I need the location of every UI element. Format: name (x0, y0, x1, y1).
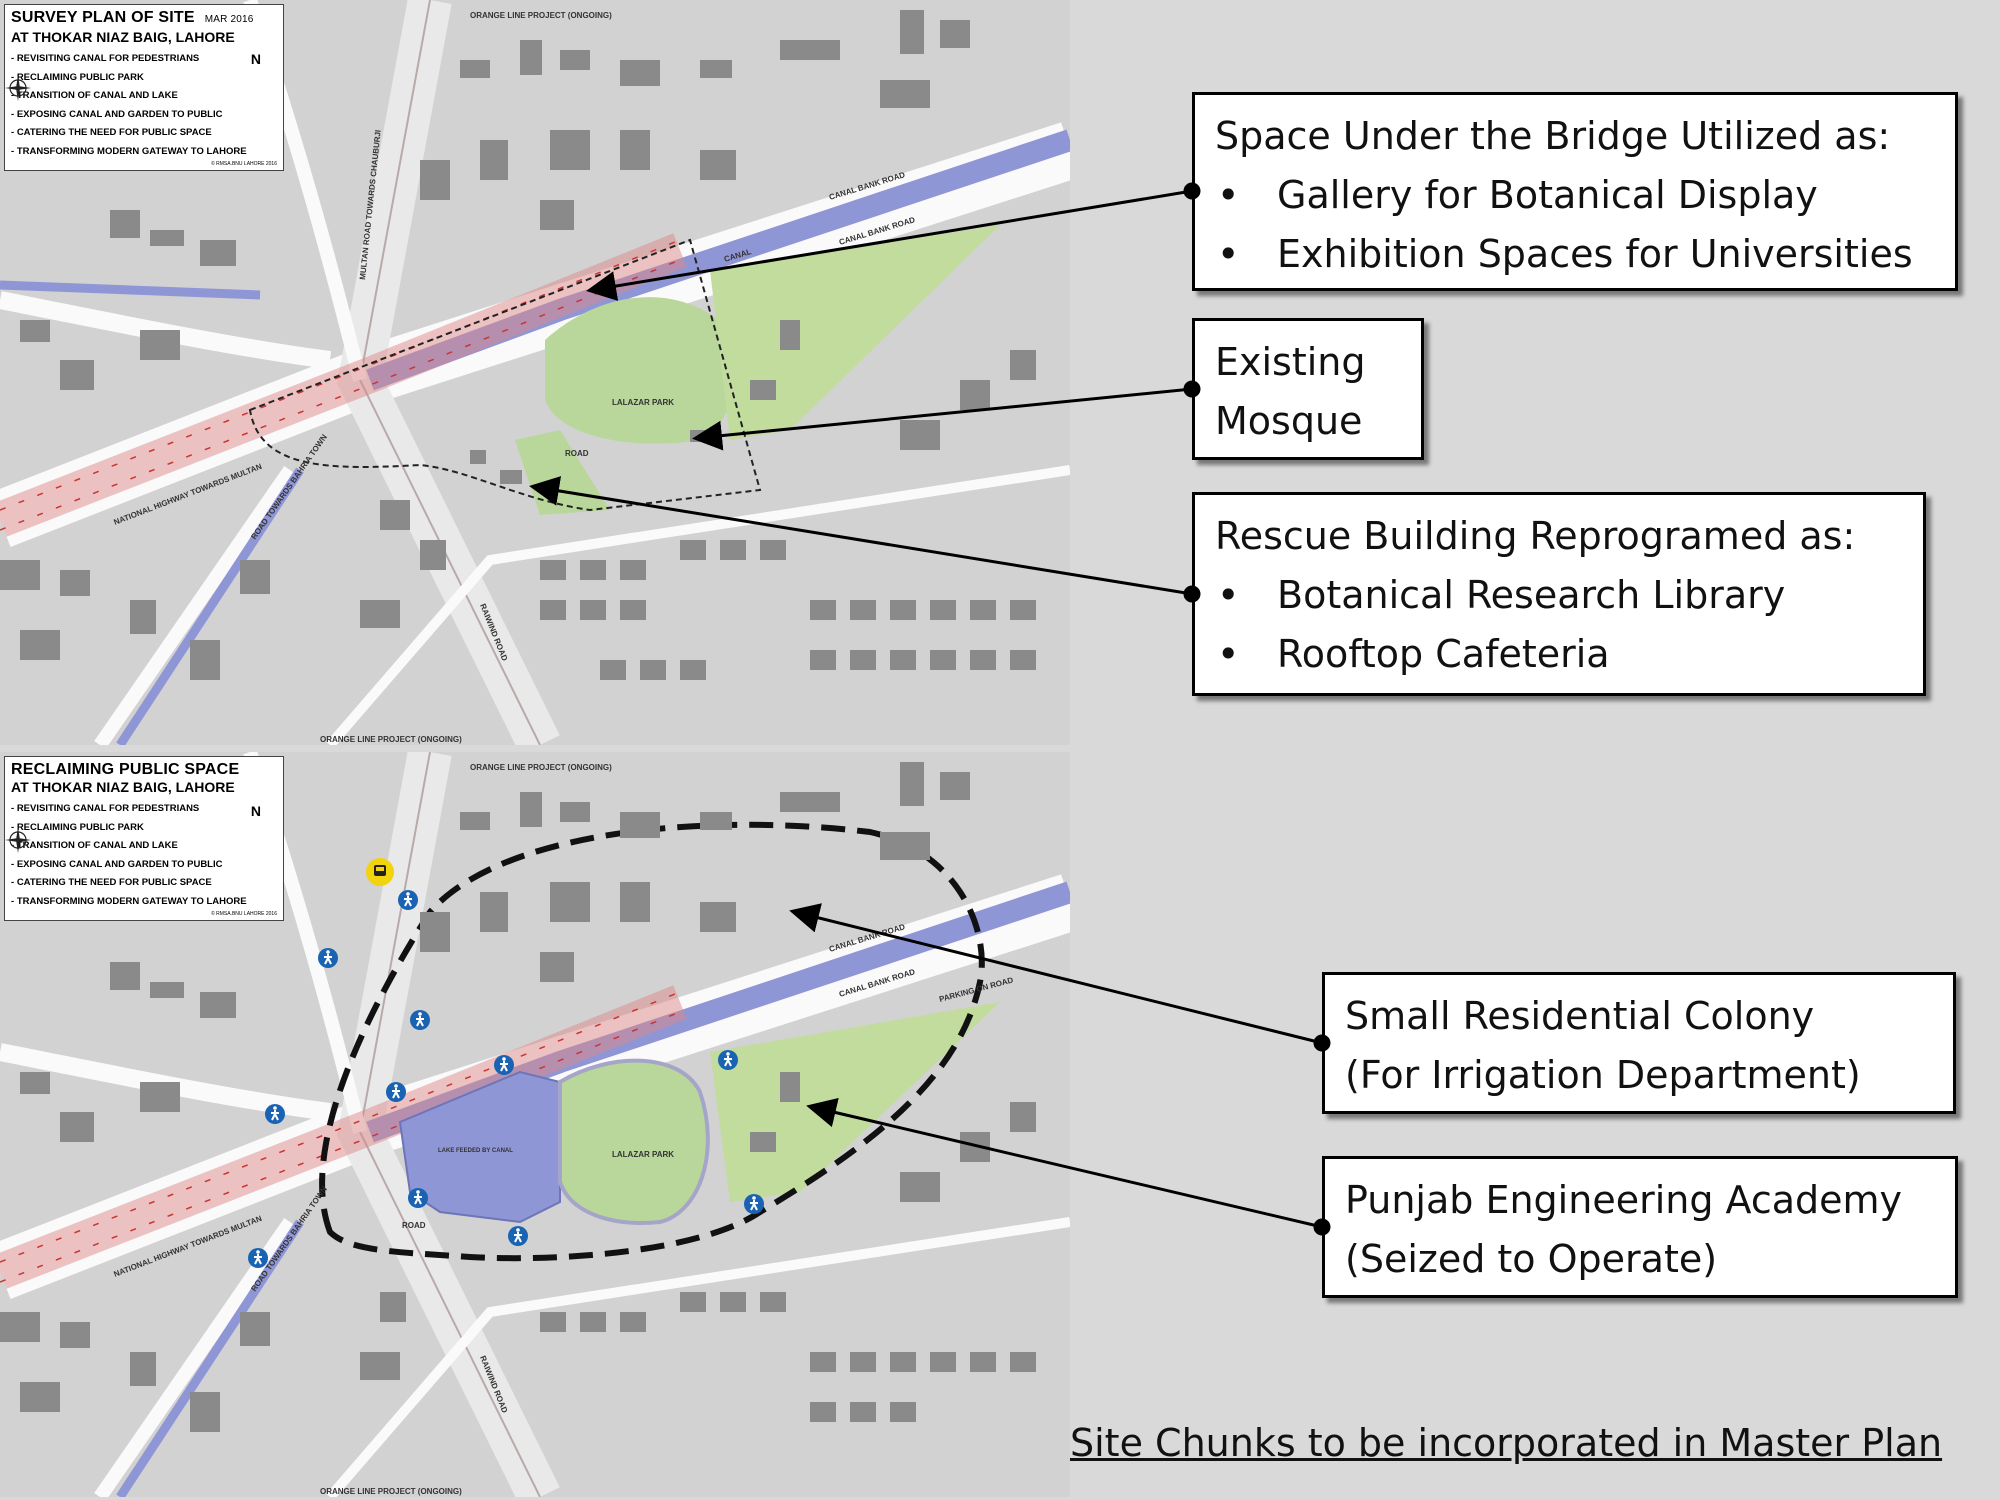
pedestrian-icon (494, 1055, 514, 1075)
label-orange-line-top: ORANGE LINE PROJECT (ONGOING) (470, 11, 612, 20)
pedestrian-icon (408, 1188, 428, 1208)
label-road: ROAD (402, 1221, 426, 1230)
legend-item: TRANSFORMING MODERN GATEWAY TO LAHORE (11, 143, 277, 162)
callout-rescue-heading: Rescue Building Reprogramed as: (1215, 514, 1856, 558)
label-orange-line-bottom: ORANGE LINE PROJECT (ONGOING) (320, 1487, 462, 1496)
pedestrian-icon (718, 1050, 738, 1070)
pedestrian-icon (318, 948, 338, 968)
callout-bridge-bullet: Gallery for Botanical Display (1215, 166, 1955, 225)
callout-mosque: Existing Mosque (1192, 318, 1424, 460)
pedestrian-icon (265, 1104, 285, 1124)
north-label: N (250, 803, 261, 819)
label-lalazar-park: LALAZAR PARK (612, 398, 674, 407)
compass-icon (5, 827, 31, 853)
side-canal (116, 467, 304, 745)
legend-list: REVISITING CANAL FOR PEDESTRIANS RECLAIM… (11, 800, 277, 911)
callout-bridge-heading: Space Under the Bridge Utilized as: (1215, 114, 1891, 158)
callout-academy: Punjab Engineering Academy (Seized to Op… (1322, 1156, 1958, 1298)
callout-colony-line: Small Residential Colony (1345, 994, 1815, 1038)
legend-list: REVISITING CANAL FOR PEDESTRIANS RECLAIM… (11, 50, 277, 161)
pedestrian-icon (744, 1194, 764, 1214)
legend-item: RECLAIMING PUBLIC PARK (11, 69, 277, 88)
survey-plan-map: ORANGE LINE PROJECT (ONGOING) ORANGE LIN… (0, 0, 1070, 745)
legend-date: MAR 2016 (204, 14, 254, 25)
pedestrian-icon (386, 1082, 406, 1102)
legend-copyright: © RMSA.BNU LAHORE 2016 (211, 161, 277, 167)
lalazar-park (545, 297, 736, 444)
label-lake: LAKE FEEDED BY CANAL (438, 1148, 513, 1154)
legend-item: TRANSITION OF CANAL AND LAKE (11, 87, 277, 106)
callout-academy-line: Punjab Engineering Academy (1345, 1178, 1903, 1222)
bridge-overpass (0, 233, 687, 537)
legend-item: REVISITING CANAL FOR PEDESTRIANS (11, 50, 277, 69)
callout-colony: Small Residential Colony (For Irrigation… (1322, 972, 1956, 1114)
engineering-academy-grounds (710, 1002, 1000, 1202)
pedestrian-icon (410, 1010, 430, 1030)
legend-item: CATERING THE NEED FOR PUBLIC SPACE (11, 124, 277, 143)
legend-copyright: © RMSA.BNU LAHORE 2016 (211, 911, 277, 917)
label-orange-line-top: ORANGE LINE PROJECT (ONGOING) (470, 763, 612, 772)
callout-mosque-line: Existing (1215, 340, 1366, 384)
north-label: N (250, 51, 261, 67)
lalazar-park (558, 1058, 710, 1225)
legend-item: REVISITING CANAL FOR PEDESTRIANS (11, 800, 277, 819)
legend-item: TRANSFORMING MODERN GATEWAY TO LAHORE (11, 893, 277, 912)
pedestrian-icon (398, 890, 418, 910)
legend-subtitle: AT THOKAR NIAZ BAIG, LAHORE (11, 29, 235, 45)
legend-title: RECLAIMING PUBLIC SPACE (11, 761, 240, 778)
footer-caption: Site Chunks to be incorporated in Master… (1070, 1421, 1943, 1465)
callout-bridge: Space Under the Bridge Utilized as: Gall… (1192, 92, 1958, 291)
legend-subtitle: AT THOKAR NIAZ BAIG, LAHORE (11, 779, 235, 795)
legend-item: EXPOSING CANAL AND GARDEN TO PUBLIC (11, 856, 277, 875)
legend-title: SURVEY PLAN OF SITE (11, 9, 195, 26)
callout-rescue-bullet: Botanical Research Library (1215, 566, 1923, 625)
callout-rescue-bullet: Rooftop Cafeteria (1215, 625, 1923, 684)
compass-icon (5, 75, 31, 101)
callout-rescue: Rescue Building Reprogramed as: Botanica… (1192, 492, 1926, 696)
callout-colony-line: (For Irrigation Department) (1345, 1053, 1861, 1097)
callout-bridge-bullet: Exhibition Spaces for Universities (1215, 225, 1955, 284)
reclaiming-public-space-map: ORANGE LINE PROJECT (ONGOING) ORANGE LIN… (0, 752, 1070, 1497)
label-road: ROAD (565, 449, 589, 458)
legend-item: RECLAIMING PUBLIC PARK (11, 819, 277, 838)
legend-item: TRANSITION OF CANAL AND LAKE (11, 837, 277, 856)
metro-station-icon (366, 858, 394, 886)
callout-mosque-line: Mosque (1215, 399, 1363, 443)
pedestrian-icons (248, 890, 764, 1268)
label-lalazar-park: LALAZAR PARK (612, 1150, 674, 1159)
pedestrian-icon (248, 1248, 268, 1268)
callout-academy-line: (Seized to Operate) (1345, 1237, 1718, 1281)
legend-item: CATERING THE NEED FOR PUBLIC SPACE (11, 874, 277, 893)
label-orange-line-bottom: ORANGE LINE PROJECT (ONGOING) (320, 735, 462, 744)
legend-item: EXPOSING CANAL AND GARDEN TO PUBLIC (11, 106, 277, 125)
legend-panel: RECLAIMING PUBLIC SPACE AT THOKAR NIAZ B… (4, 756, 284, 921)
pedestrian-icon (508, 1226, 528, 1246)
legend-panel: SURVEY PLAN OF SITE MAR 2016 AT THOKAR NI… (4, 4, 284, 171)
